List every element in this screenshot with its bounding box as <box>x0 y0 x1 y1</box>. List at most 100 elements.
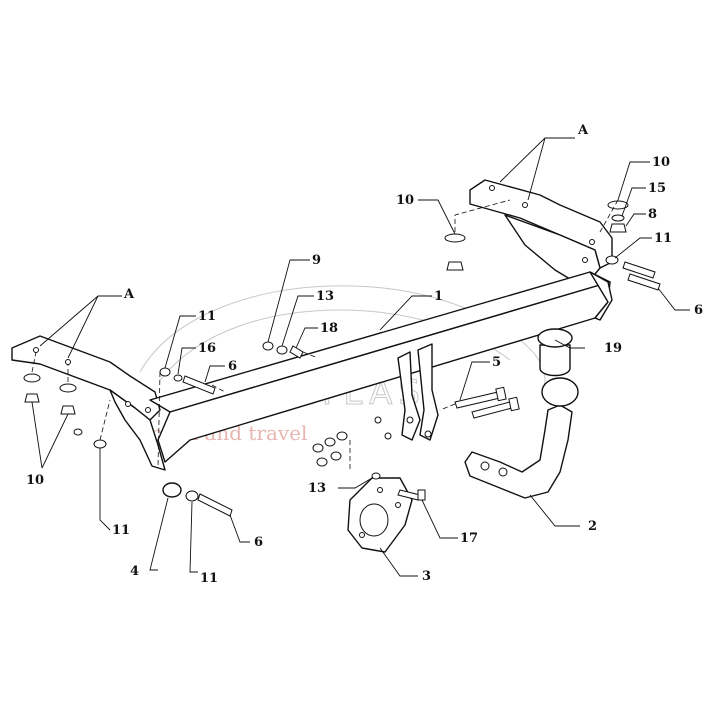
label-3: 3 <box>422 569 431 584</box>
center-bracket-hole-4 <box>374 416 382 424</box>
label-11-left-top: 11 <box>198 309 216 324</box>
label-19: 19 <box>604 341 622 356</box>
nut-9 <box>262 341 274 351</box>
leader-10-top-mid <box>418 199 456 235</box>
washer-11-bottom <box>185 490 199 502</box>
ball-cap <box>537 328 573 377</box>
dash-left-lower <box>99 399 111 441</box>
nut-10-top-mid <box>446 261 464 271</box>
leader-lines <box>31 137 690 577</box>
leader-11-right <box>614 237 652 259</box>
left-bracket-hole-4 <box>145 407 151 413</box>
cluster-nut-2 <box>324 437 336 447</box>
label-1: 1 <box>434 289 443 304</box>
leader-11-bottom <box>189 501 198 573</box>
dash-top-right <box>599 199 619 233</box>
bolt-17-head <box>417 489 426 501</box>
leader-19 <box>554 339 585 349</box>
leader-10-top-right <box>617 161 650 201</box>
washer-11-left-bottom <box>93 439 107 449</box>
label-11-right: 11 <box>654 231 672 246</box>
leader-15 <box>621 187 646 217</box>
dash-bolt-5 <box>439 403 456 411</box>
cluster-nut-5 <box>330 451 342 461</box>
washer-10-left-a <box>23 373 41 383</box>
bottom-fasteners <box>162 482 233 517</box>
part-labels: A A 1 2 3 4 5 6 6 6 8 9 10 10 10 11 11 1… <box>26 123 703 586</box>
label-6-left: 6 <box>228 359 237 374</box>
leader-11-left-bottom <box>99 448 111 531</box>
right-mounting-bracket <box>469 179 613 283</box>
nut-10-left-b <box>60 405 76 415</box>
label-2: 2 <box>588 519 597 534</box>
label-18: 18 <box>320 321 338 336</box>
socket-plate-center-hole <box>359 503 389 537</box>
bolt-6-left <box>182 375 216 395</box>
label-10-top-right: 10 <box>652 155 670 170</box>
washer-11-left-top <box>159 367 171 377</box>
leader-6-bottom <box>229 514 250 543</box>
label-4: 4 <box>130 564 139 579</box>
bolt-17 <box>397 489 426 501</box>
ball-cap-top <box>537 328 573 348</box>
label-16: 16 <box>198 341 216 356</box>
socket-plate-hole-3 <box>359 532 365 538</box>
washer-10-left-b <box>59 383 77 393</box>
socket-plate-hole-2 <box>395 502 401 508</box>
center-bracket-right-plate <box>417 343 439 441</box>
dash-middle <box>302 351 319 359</box>
label-15: 15 <box>648 181 666 196</box>
leader-3 <box>379 547 418 577</box>
washer-16 <box>173 374 183 382</box>
bolt-6-right-a <box>622 261 656 279</box>
dash-top-mid <box>454 199 511 232</box>
leader-A-right-1 <box>499 137 575 183</box>
label-13-bottom: 13 <box>308 481 326 496</box>
center-bracket <box>374 343 439 441</box>
socket-nut-cluster <box>312 431 381 480</box>
center-bracket-hole-2 <box>424 430 432 438</box>
leader-A-right-2 <box>527 137 546 201</box>
center-bracket-hole-1 <box>406 416 414 424</box>
right-bracket-hole-1 <box>489 185 495 191</box>
left-bracket-hole-1 <box>33 347 39 353</box>
leader-6-left <box>204 365 225 383</box>
watermark-car-outline <box>139 285 546 387</box>
crossbar-end-cap <box>589 271 613 321</box>
main-crossbar <box>149 271 613 463</box>
nut-10-left-a <box>24 393 40 403</box>
leader-13-bottom <box>338 477 373 489</box>
bolt-6-bottom <box>197 493 233 517</box>
label-11-left-bottom: 11 <box>112 523 130 538</box>
bolts-part-5 <box>454 386 520 419</box>
crossbar-front-face <box>157 281 611 463</box>
leader-9 <box>267 259 310 343</box>
dash-left-a <box>31 351 37 373</box>
bolt-5b-head <box>508 396 520 412</box>
left-fasteners <box>23 367 216 449</box>
spacer-4 <box>162 482 182 498</box>
dash-left-bolt <box>211 384 226 393</box>
label-6-right: 6 <box>694 303 703 318</box>
leader-10-left-a <box>31 401 43 469</box>
ball-cap-body <box>539 344 571 377</box>
left-mounting-bracket <box>11 335 166 471</box>
tow-ball <box>541 377 579 407</box>
center-bracket-hole-3 <box>384 432 392 440</box>
bolt-5b <box>471 401 513 419</box>
cluster-nut-1 <box>312 443 324 453</box>
label-10-left: 10 <box>26 473 44 488</box>
assembly-dashed-lines <box>31 199 619 470</box>
left-bracket-hole-2 <box>65 359 71 365</box>
spring-washer-18 <box>289 345 304 359</box>
label-13-top: 13 <box>316 289 334 304</box>
tow-ball-mount-hole-1 <box>480 461 490 471</box>
label-A-right: A <box>577 123 589 138</box>
cluster-nut-3 <box>336 431 348 441</box>
washer-13-top <box>276 345 288 355</box>
right-bracket-hole-2 <box>522 202 528 208</box>
socket-plate <box>347 477 413 553</box>
leader-A-left-2 <box>67 295 99 359</box>
tow-ball-neck-body <box>464 404 573 499</box>
